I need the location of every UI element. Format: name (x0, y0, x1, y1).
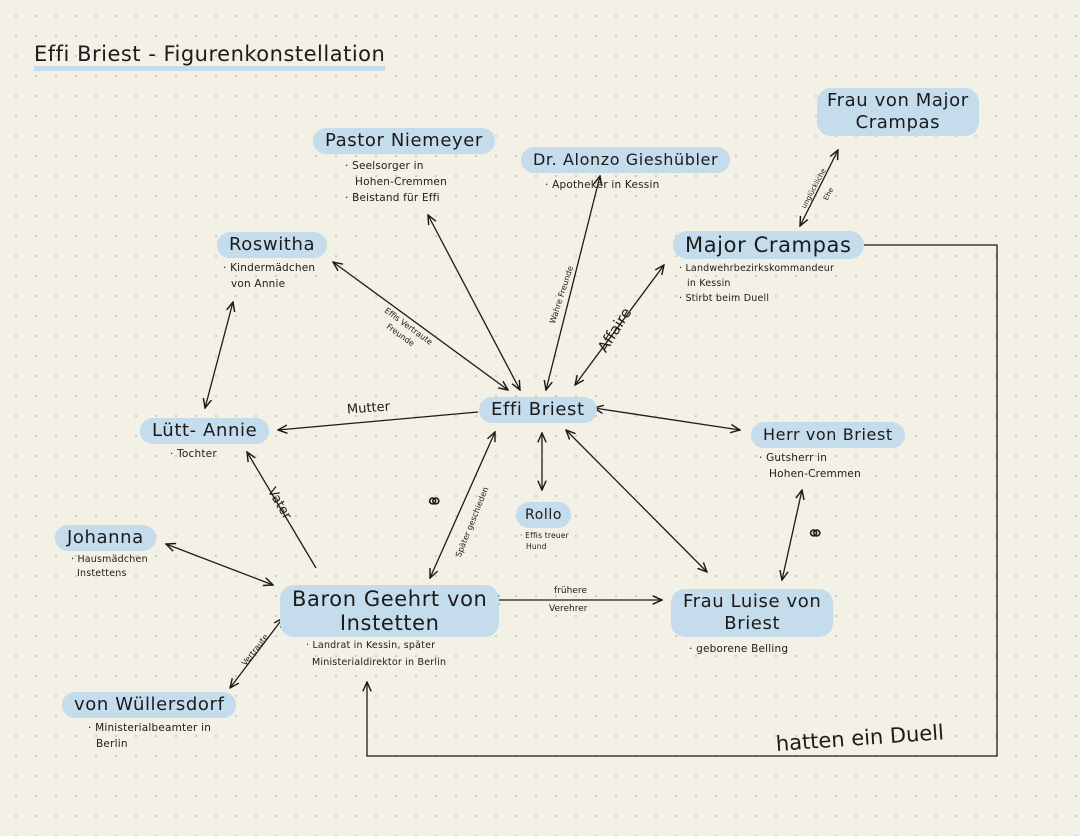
node-notes: · Seelsorger in Hohen-Cremmen · Beistand… (345, 158, 495, 206)
arrow-innstetten-wuellersdorf (230, 618, 283, 688)
node-notes: · Landwehrbezirkskommandeur in Kessin · … (679, 261, 864, 306)
node-notes: · Tochter (170, 446, 269, 462)
node-frau-major-crampas: Frau von Major Crampas (817, 88, 979, 136)
note-line: · geborene Belling (689, 643, 789, 655)
node-notes: · Apotheker in Kessin (545, 177, 730, 193)
note-line: · Effis treuer (520, 531, 569, 540)
note-line: · Kindermädchen (223, 262, 316, 274)
note-line: · Ministerialbeamter in (88, 722, 212, 734)
node-notes: · Hausmädchen Instettens (71, 553, 156, 581)
node-name: Effi Briest (479, 397, 597, 423)
arrow-effi-roswitha (333, 262, 508, 390)
node-notes: · geborene Belling (689, 641, 833, 657)
node-luett-annie: Lütt- Annie · Tochter (140, 418, 270, 462)
node-notes: · Effis treuer Hund (520, 530, 571, 552)
arrow-duel (367, 245, 998, 757)
page-title: Effi Briest - Figurenkonstellation (34, 42, 386, 71)
note-line: · Gutsherr in (759, 452, 828, 464)
node-pastor-niemeyer: Pastor Niemeyer · Seelsorger in Hohen-Cr… (313, 128, 495, 206)
note-line: Hohen-Cremmen (355, 176, 447, 188)
node-name: Roswitha (217, 232, 328, 258)
note-line: · Hausmädchen (71, 554, 148, 565)
node-name: Frau von Major Crampas (817, 88, 979, 136)
note-line: · Stirbt beim Duell (679, 293, 770, 304)
marriage-rings-icon: ⚭ (425, 490, 444, 515)
node-notes: · Ministerialbeamter in Berlin (88, 720, 236, 752)
note-line: Instettens (77, 568, 127, 579)
node-name-line2: Crampas (855, 112, 941, 133)
arrow-herr-luise (782, 490, 802, 580)
note-line: · Landwehrbezirkskommandeur (679, 263, 835, 274)
note-line: Berlin (96, 738, 128, 750)
arrow-innstetten-johanna (166, 544, 273, 585)
node-name: Pastor Niemeyer (313, 128, 495, 154)
arrow-effi-pastor (428, 215, 520, 390)
node-baron-instetten: Baron Geehrt von Instetten · Landrat in … (280, 585, 500, 671)
arrow-crampas-frau (800, 150, 838, 226)
arrow-roswitha-annie (205, 302, 233, 408)
note-line: · Seelsorger in (345, 160, 424, 172)
node-name: von Wüllersdorf (62, 692, 237, 718)
node-effi-briest: Effi Briest (479, 397, 597, 423)
note-line: in Kessin (687, 278, 731, 289)
node-frau-luise-von-briest: Frau Luise von Briest · geborene Belling (671, 589, 834, 657)
arrow-effi-gieshuebler (546, 176, 600, 390)
node-notes: · Gutsherr in Hohen-Cremmen (759, 450, 905, 482)
node-name: Herr von Briest (751, 422, 905, 448)
arrow-innstetten-annie (247, 452, 317, 569)
node-name-line2: Instetten (339, 611, 440, 635)
label-verehrer: Verehrer (549, 604, 588, 614)
node-name: Major Crampas (673, 231, 864, 259)
node-gieshuebler: Dr. Alonzo Gieshübler · Apotheker in Kes… (521, 147, 731, 193)
node-rollo: Rollo · Effis treuer Hund (516, 502, 572, 552)
node-notes: · Landrat in Kessin, später Ministeriald… (306, 637, 499, 671)
note-line: · Beistand für Effi (345, 192, 440, 204)
marriage-rings-icon: ⚭ (806, 522, 825, 547)
arrow-effi-luise (566, 430, 707, 572)
node-herr-von-briest: Herr von Briest · Gutsherr in Hohen-Crem… (751, 422, 905, 482)
note-line: Hohen-Cremmen (769, 468, 861, 480)
note-line: · Landrat in Kessin, später (306, 640, 436, 651)
node-name: Johanna (55, 525, 156, 551)
node-name: Dr. Alonzo Gieshübler (521, 147, 731, 173)
node-name-line2: Briest (724, 613, 781, 634)
note-line: von Annie (231, 278, 286, 290)
node-name: Rollo (516, 502, 572, 528)
label-fruehere: frühere (554, 586, 587, 596)
node-name-line1: Frau von Major (827, 90, 969, 111)
node-name: Baron Geehrt von Instetten (280, 585, 500, 637)
node-name-line1: Baron Geehrt von (292, 587, 488, 611)
node-name: Frau Luise von Briest (671, 589, 834, 637)
arrow-effi-herr (594, 408, 740, 430)
node-roswitha: Roswitha · Kindermädchen von Annie (217, 232, 328, 292)
note-line: Ministerialdirektor in Berlin (312, 657, 447, 668)
note-line: Hund (526, 542, 547, 551)
node-name: Lütt- Annie (140, 418, 270, 444)
node-von-wuellersdorf: von Wüllersdorf · Ministerialbeamter in … (62, 692, 237, 752)
note-line: · Apotheker in Kessin (545, 179, 660, 191)
note-line: · Tochter (170, 448, 217, 460)
node-johanna: Johanna · Hausmädchen Instettens (55, 525, 156, 581)
label-mutter: Mutter (346, 399, 391, 418)
node-notes: · Kindermädchen von Annie (223, 260, 327, 292)
node-major-crampas: Major Crampas · Landwehrbezirkskommandeu… (673, 231, 864, 306)
node-name-line1: Frau Luise von (683, 591, 822, 612)
